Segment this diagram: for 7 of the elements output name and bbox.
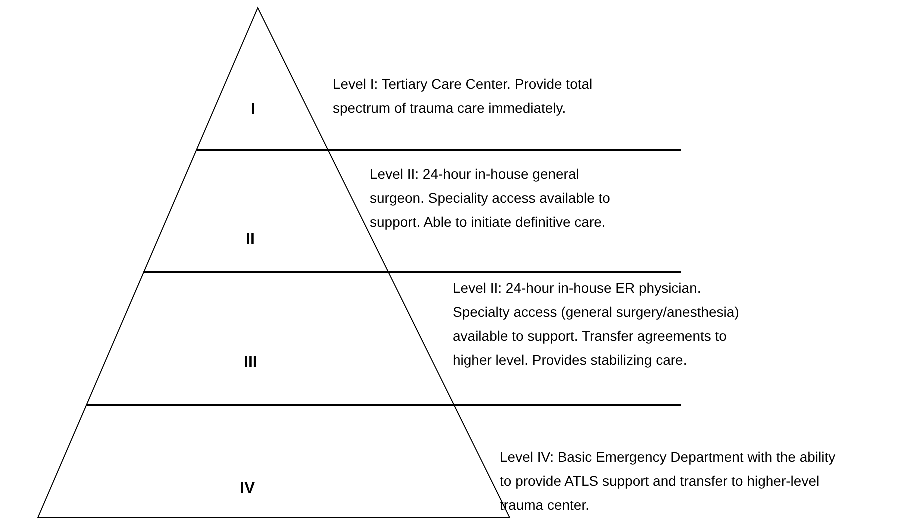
tier-description: Level II: 24-hour in-house general surgeon. Speciality access available to support. Able to initiate definitive care. (370, 165, 612, 232)
tier-numeral: III (244, 353, 258, 373)
tier-description: Level I: Tertiary Care Center. Provide total spectrum of trauma care immediately. (333, 75, 594, 118)
tier-numeral: II (246, 230, 255, 250)
tier-description: Level II: 24-hour in-house ER physician. Specialty access (general surgery/anesthesia) available to support. Transfer agreements to higher level. Provides stabilizing care. (453, 279, 740, 370)
tier-numeral: IV (240, 479, 256, 499)
tier-numeral: I (251, 100, 256, 120)
